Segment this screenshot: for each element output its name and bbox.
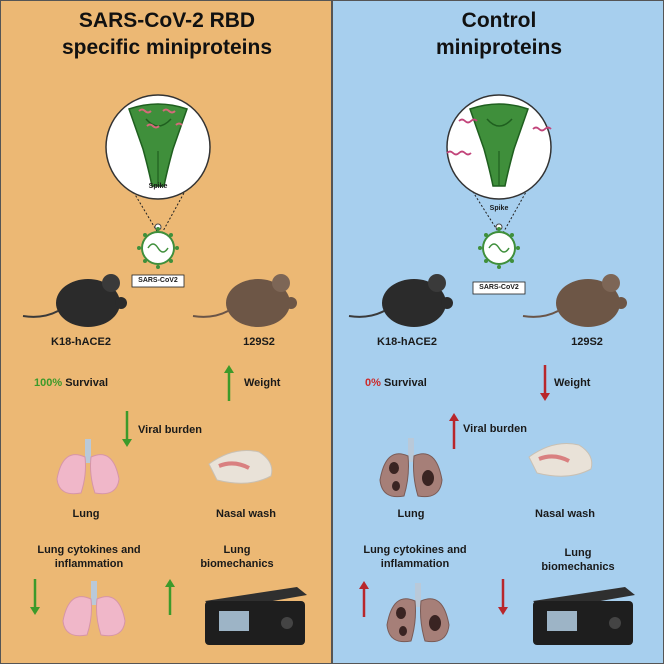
control-virus-label: SARS-CoV2 xyxy=(479,284,519,291)
viral-burden-down-arrow-icon xyxy=(122,411,132,447)
control-biomechanics-down-arrow-icon xyxy=(498,579,508,615)
survival-percent: 100% xyxy=(34,377,63,389)
control-ventilator-device-icon xyxy=(533,587,635,645)
mouse2-label: 129S2 xyxy=(243,336,275,348)
weight-up-arrow-icon xyxy=(224,365,234,401)
control-survival-label: 0% Survival xyxy=(365,377,427,389)
nasal-wash-mouse-head-icon xyxy=(208,450,273,484)
biomechanics-label: Lung biomechanics xyxy=(200,544,274,570)
control-cytokines-up-arrow-icon xyxy=(359,581,369,617)
control-viral-burden-label: Viral burden xyxy=(463,423,527,435)
cytokines-label: Lung cytokines and inflammation xyxy=(37,544,141,570)
viral-burden-label: Viral burden xyxy=(138,424,202,436)
survival-label: 100% Survival xyxy=(34,377,108,389)
spike-label: Spike xyxy=(148,183,168,190)
control-weight-label: Weight xyxy=(554,377,591,389)
ventilator-device-icon xyxy=(205,587,307,645)
control-k18-hace2-mouse-icon xyxy=(348,274,453,327)
damaged-lung-icon-2 xyxy=(386,583,450,643)
mouse1-label: K18-hACE2 xyxy=(51,336,111,348)
control-weight-down-arrow-icon xyxy=(540,365,550,401)
healthy-lung-icon-2 xyxy=(62,581,126,637)
control-biomechanics-label: Lung biomechanics xyxy=(541,547,615,573)
left-title-line1: SARS-CoV-2 RBD xyxy=(78,9,256,32)
control-cytokines-label: Lung cytokines and inflammation xyxy=(363,544,467,570)
left-title-line2: specific miniproteins xyxy=(61,36,273,59)
right-title: Control miniproteins xyxy=(333,7,664,61)
control-spike-label: Spike xyxy=(489,205,509,212)
k18-hace2-mouse-icon xyxy=(22,274,127,327)
nasal-wash-label: Nasal wash xyxy=(216,508,276,520)
control-viral-burden-up-arrow-icon xyxy=(449,413,459,449)
healthy-lung-icon xyxy=(56,439,120,495)
control-nasal-wash-mouse-head-icon xyxy=(528,443,593,477)
control-survival-percent: 0% xyxy=(365,377,381,389)
weight-label: Weight xyxy=(244,377,281,389)
rbd-miniprotein-panel: SARS-CoV-2 RBD specific miniproteins xyxy=(0,0,332,664)
control-129s2-mouse-icon xyxy=(522,274,627,327)
control-mouse2-label: 129S2 xyxy=(571,336,603,348)
survival-text: Survival xyxy=(65,377,109,389)
control-spike-zoom-illustration xyxy=(446,94,552,295)
right-title-line1: Control xyxy=(461,9,537,32)
control-lung-label: Lung xyxy=(397,508,425,520)
129s2-mouse-icon xyxy=(192,274,297,327)
right-title-line2: miniproteins xyxy=(435,36,562,59)
lung-label: Lung xyxy=(72,508,100,520)
left-title: SARS-CoV-2 RBD specific miniproteins xyxy=(1,7,333,61)
control-survival-text: Survival xyxy=(383,377,427,389)
damaged-lung-icon xyxy=(379,438,443,498)
control-mouse1-label: K18-hACE2 xyxy=(377,336,437,348)
virus-label: SARS-CoV2 xyxy=(138,277,178,284)
control-miniprotein-panel: Control miniproteins Spike SARS-CoV2 xyxy=(332,0,664,664)
control-nasal-wash-label: Nasal wash xyxy=(535,508,595,520)
biomechanics-up-arrow-icon xyxy=(165,579,175,615)
cytokines-down-arrow-icon xyxy=(30,579,40,615)
spike-zoom-illustration xyxy=(105,94,211,288)
